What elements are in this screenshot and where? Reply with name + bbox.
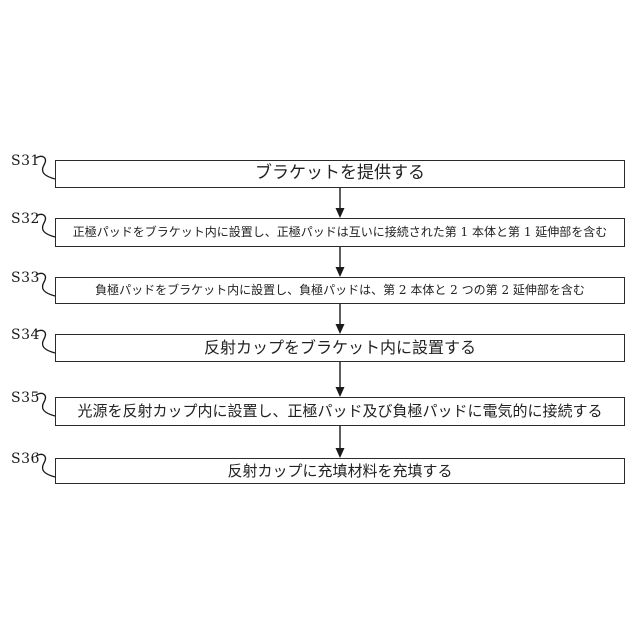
step-box-s35: 光源を反射カップ内に設置し、正極パッド及び負極パッドに電気的に接続する [55,397,625,426]
step-label-s32: S32 [11,211,40,227]
step-box-s32: 正極パッドをブラケット内に設置し、正極パッドは互いに接続された第 1 本体と第 … [55,218,625,247]
step-box-s31: ブラケットを提供する [55,160,625,188]
flow-arrowhead-4 [335,387,345,397]
flow-arrowhead-3 [335,324,345,334]
step-label-s33: S33 [11,270,40,286]
step-label-s36: S36 [11,451,40,467]
step-box-s33: 負極パッドをブラケット内に設置し、負極パッドは、第 2 本体と 2 つの第 2 … [55,277,625,304]
flow-arrowhead-1 [335,208,345,218]
step-label-s31: S31 [11,153,40,169]
flow-arrowhead-2 [335,267,345,277]
step-label-s35: S35 [11,390,40,406]
step-box-s34: 反射カップをブラケット内に設置する [55,334,625,362]
step-box-s36: 反射カップに充填材料を充填する [55,458,625,484]
step-label-s34: S34 [11,327,40,343]
flow-arrowhead-5 [335,448,345,458]
